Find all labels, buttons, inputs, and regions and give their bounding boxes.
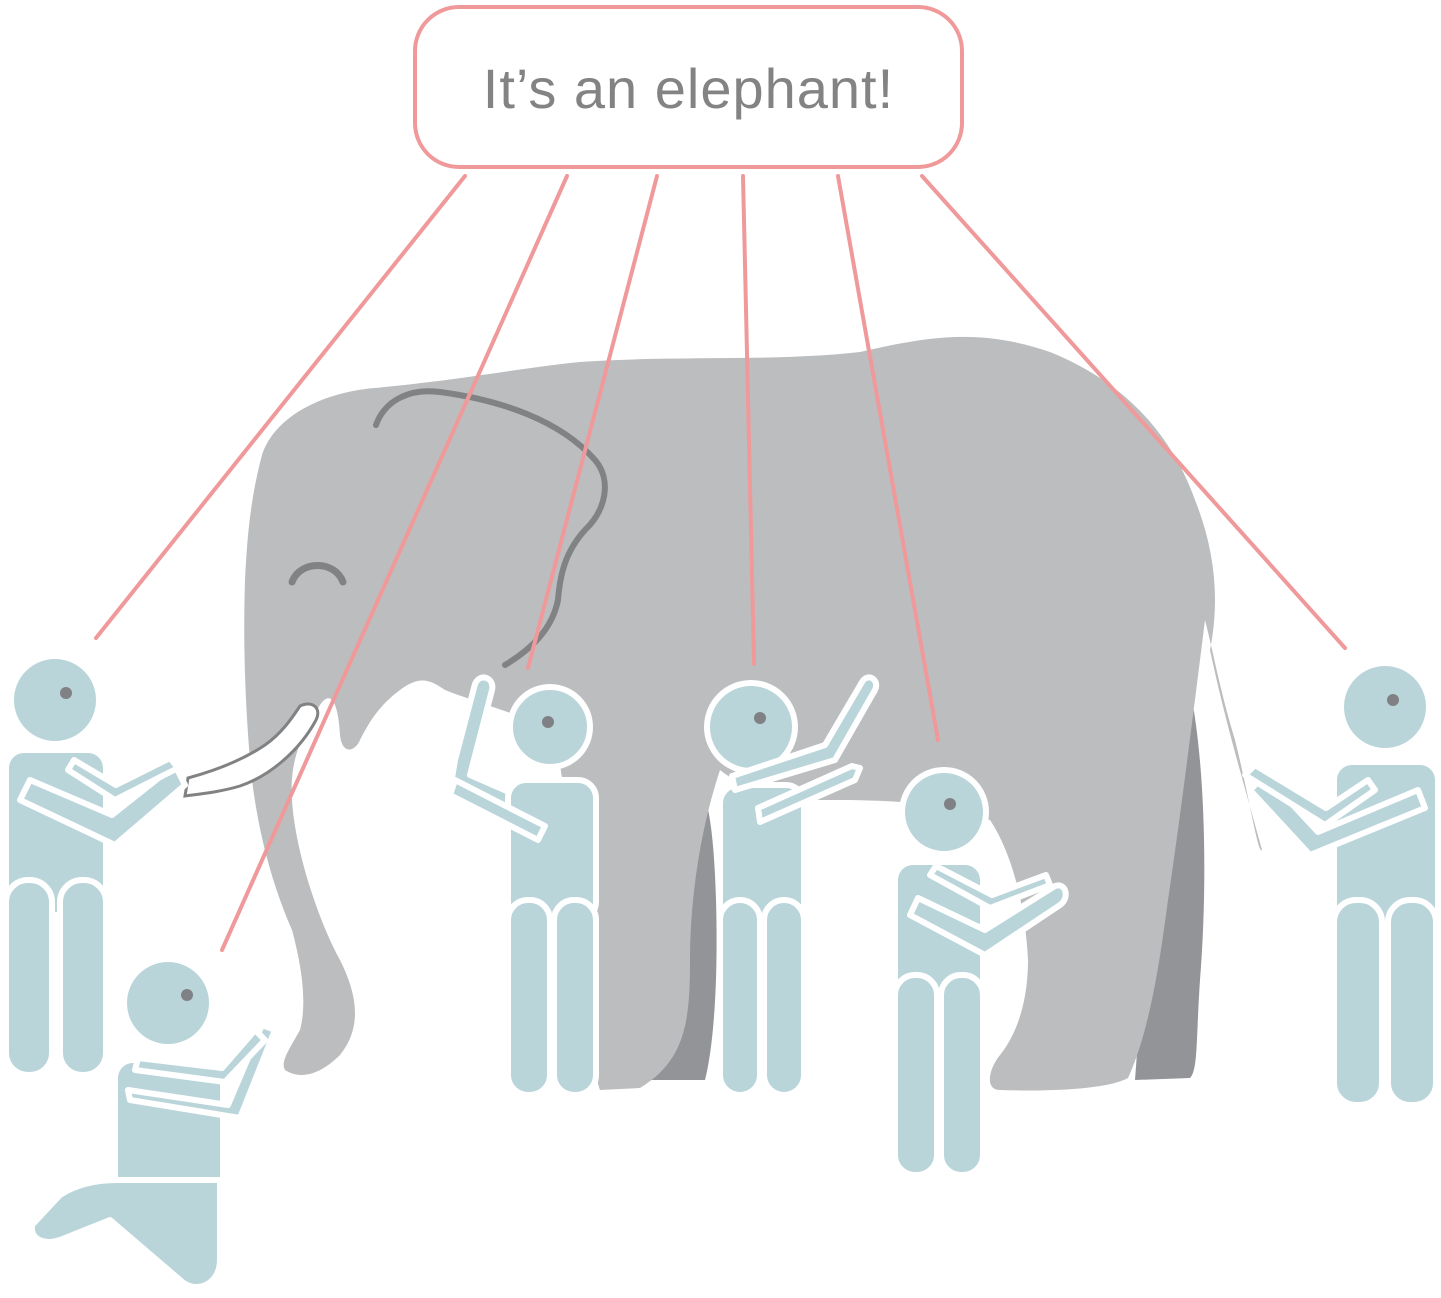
- people: [6, 656, 1438, 1287]
- person-tail: [1245, 663, 1438, 1105]
- person-head: [124, 959, 212, 1047]
- person-leg: [764, 900, 804, 1095]
- person-leg: [895, 975, 937, 1175]
- person-eye: [754, 712, 766, 724]
- person-leg: [32, 1180, 220, 1287]
- person-leg: [1388, 900, 1436, 1105]
- person-head: [1341, 663, 1429, 751]
- person-leg: [6, 880, 52, 1075]
- speech-bubble: It’s an elephant!: [413, 5, 964, 169]
- person-leg: [1334, 900, 1382, 1105]
- speech-bubble-text: It’s an elephant!: [483, 54, 894, 121]
- person-eye: [542, 716, 554, 728]
- person-eye: [1387, 694, 1399, 706]
- person-leg: [720, 900, 760, 1095]
- person-leg: [508, 900, 550, 1095]
- person-head: [11, 656, 99, 744]
- person-leg: [60, 880, 106, 1075]
- person-head: [902, 770, 986, 854]
- person-leg-touch: [450, 677, 596, 1095]
- person-leg: [554, 900, 596, 1095]
- person-leg: [941, 975, 983, 1175]
- person-eye: [181, 989, 193, 1001]
- person-eye: [944, 798, 956, 810]
- person-eye: [60, 687, 72, 699]
